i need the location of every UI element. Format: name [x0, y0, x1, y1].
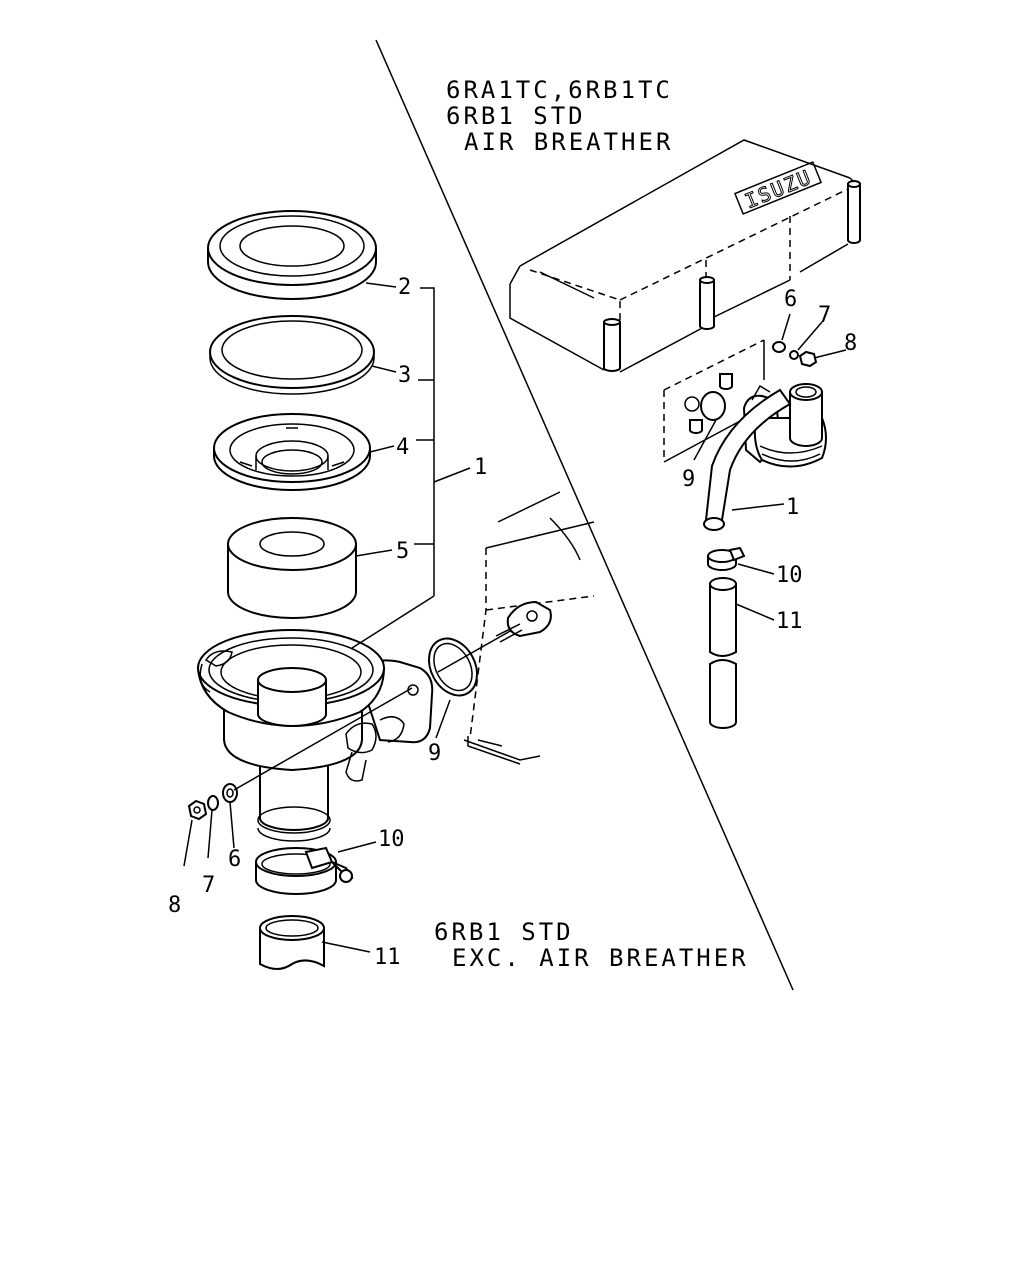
callout-left-2: 2 — [398, 275, 411, 300]
part-9-o-ring-right — [700, 391, 726, 421]
callout-right-9: 9 — [682, 467, 695, 492]
callout-left-4: 4 — [396, 435, 409, 460]
part-8-nut — [187, 799, 208, 821]
part-6-washer-right — [772, 341, 786, 353]
callout-right-7: 7 — [818, 303, 831, 328]
part-11-hose — [259, 915, 325, 970]
part-4-element-holder — [213, 413, 371, 491]
callout-right-11: 11 — [776, 609, 803, 634]
callout-left-5: 5 — [396, 539, 409, 564]
callout-left-9: 9 — [428, 741, 441, 766]
part-2-cover — [207, 210, 377, 300]
callout-right-1: 1 — [786, 495, 799, 520]
caption-bottom-line2: EXC. AIR BREATHER — [452, 944, 749, 972]
right-assembly: ISUZU — [509, 139, 861, 729]
part-1-breather-right — [703, 383, 827, 531]
callout-left-1: 1 — [474, 455, 487, 480]
engine-block-outline — [463, 491, 595, 765]
part-9-o-ring — [428, 637, 478, 697]
callout-right-10: 10 — [776, 563, 803, 588]
callout-right-6: 6 — [784, 287, 797, 312]
breather-mount-plate — [663, 339, 765, 463]
caption-top-line3: AIR BREATHER — [464, 128, 673, 156]
callout-left-7: 7 — [202, 873, 215, 898]
callout-left-10: 10 — [378, 827, 405, 852]
part-6-washer — [222, 783, 238, 803]
caption-bottom-line1: 6RB1 STD — [434, 918, 574, 946]
callout-right-8: 8 — [844, 331, 857, 356]
part-11-hose-right — [709, 577, 737, 729]
part-5-filter-element — [227, 517, 357, 619]
part-7-lock-washer — [207, 795, 219, 811]
cover-brand-text: ISUZU — [741, 165, 815, 214]
part-10-clamp-right — [707, 546, 746, 571]
part-8-nut-right — [798, 350, 818, 368]
part-7-lock-washer-right — [789, 350, 799, 360]
callout-left-11: 11 — [374, 945, 401, 970]
divider-line — [375, 39, 794, 991]
part-3-gasket — [209, 315, 375, 395]
left-assembly: 2 3 4 1 5 9 10 6 7 8 11 — [168, 210, 595, 970]
part-1-breather-body — [196, 629, 434, 842]
callout-left-8: 8 — [168, 893, 181, 918]
caption-top-line1: 6RA1TC,6RB1TC — [446, 76, 673, 104]
part-10-hose-clamp — [255, 846, 354, 895]
left-leader-lines — [183, 282, 471, 953]
rocker-cover: ISUZU — [509, 139, 861, 373]
caption-top-line2: 6RB1 STD — [446, 102, 586, 130]
right-leader-lines — [693, 313, 847, 621]
callout-left-3: 3 — [398, 363, 411, 388]
callout-left-6: 6 — [228, 847, 241, 872]
